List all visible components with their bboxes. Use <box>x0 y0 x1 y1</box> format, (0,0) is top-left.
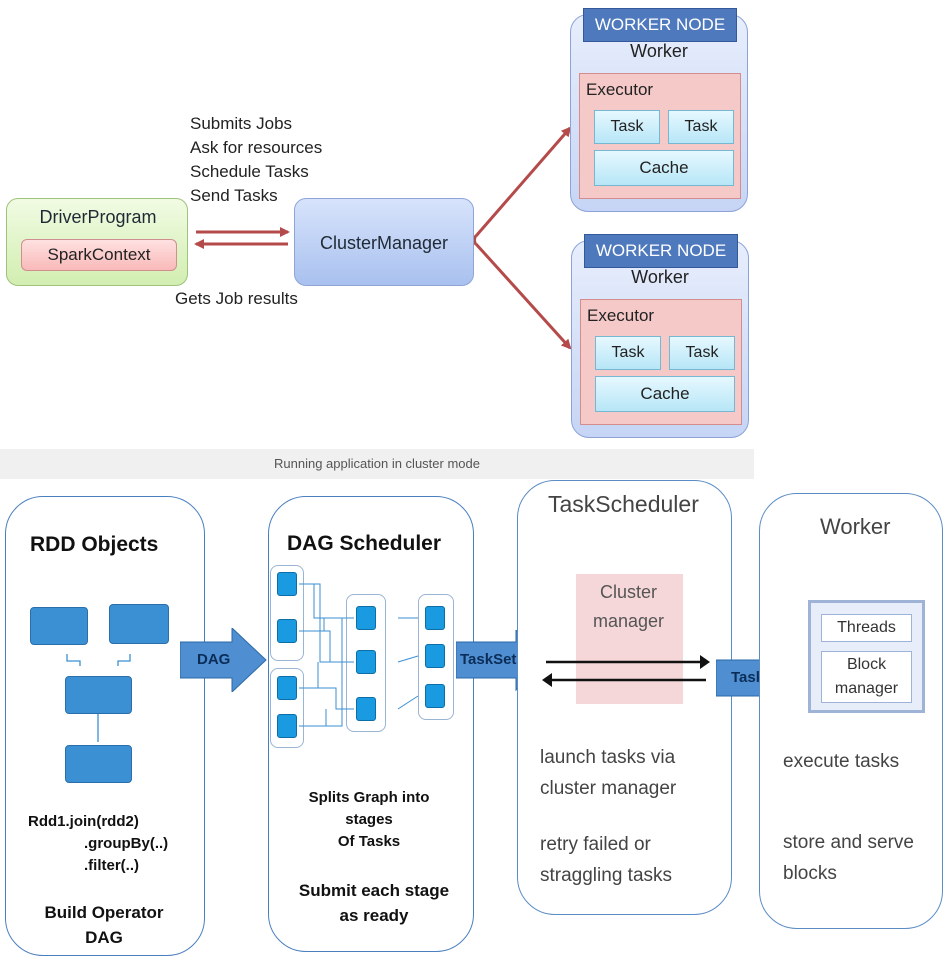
dag-arrow <box>180 628 267 692</box>
cluster-label-line: manager <box>592 611 665 631</box>
dag-task-square <box>356 650 376 674</box>
top-arrows <box>194 126 572 350</box>
task-box: Task <box>595 336 661 370</box>
rdd-code: Rdd1.join(rdd2) .groupBy(..) .filter(..) <box>28 811 198 877</box>
executor-label: Executor <box>587 306 655 325</box>
rdd-code-line: Rdd1.join(rdd2) <box>28 813 139 830</box>
dag-task-square <box>277 676 297 700</box>
dag-task-square <box>277 619 297 643</box>
message-schedule-tasks: Schedule Tasks <box>190 162 309 181</box>
message-submits-jobs: Submits Jobs <box>190 114 293 133</box>
dag-task-square <box>425 684 445 708</box>
rdd-footer: Build Operator DAG <box>30 900 178 950</box>
cluster-manager-box: ClusterManager <box>294 198 474 286</box>
cache-box: Cache <box>595 376 735 412</box>
rdd-objects-panel <box>5 496 205 956</box>
executor-box: Executor Task Task Cache <box>580 299 742 425</box>
task-box: Task <box>669 336 735 370</box>
cache-box: Cache <box>594 150 734 186</box>
threads-box: Threads <box>821 614 912 642</box>
rdd-footer-line: Build Operator <box>44 903 164 922</box>
message-ask-resources: Ask for resources <box>190 138 323 157</box>
task-scheduler-text2: retry failed or straggling tasks <box>540 829 672 891</box>
rdd-objects-title: RDD Objects <box>30 533 159 556</box>
dag-task-square <box>277 714 297 738</box>
dag-task-square <box>356 606 376 630</box>
threads-block-manager-box: Threads Block manager <box>808 600 925 713</box>
driver-messages: Submits Jobs Ask for resources Schedule … <box>190 112 322 208</box>
scheduler-text-line: cluster manager <box>540 778 677 799</box>
worker-node-tag: WORKER NODE <box>583 8 737 42</box>
worker-node-1: Worker Executor Task Task Cache <box>570 14 748 212</box>
spark-context-box: SparkContext <box>21 239 177 271</box>
scheduler-text-line: straggling tasks <box>540 865 673 886</box>
task-scheduler-text1: launch tasks via cluster manager <box>540 742 676 804</box>
dag-text-line: Splits Graph into <box>308 789 430 806</box>
dag-task-square <box>277 572 297 596</box>
task-box: Task <box>594 110 660 144</box>
worker-text-line: blocks <box>783 863 837 884</box>
block-manager-line: Block <box>846 656 887 673</box>
cluster-manager-block <box>576 574 683 704</box>
block-manager-box: Block manager <box>821 651 912 703</box>
rdd-code-line: .groupBy(..) <box>84 835 169 852</box>
dag-arrow-label: DAG <box>197 651 231 668</box>
dag-scheduler-text2: Submit each stage as ready <box>280 878 468 928</box>
task-box: Task <box>668 110 734 144</box>
worker-text2: store and serve blocks <box>783 827 914 889</box>
dag-task-square <box>425 606 445 630</box>
arrow-cluster-to-worker2 <box>466 234 572 350</box>
task-scheduler-title: TaskScheduler <box>548 491 699 517</box>
figure-caption: Running application in cluster mode <box>0 449 754 479</box>
arrow-cluster-to-worker1 <box>466 126 572 246</box>
block-manager-line: manager <box>834 680 899 697</box>
scheduler-text-line: launch tasks via <box>540 747 676 768</box>
dag-text-line: stages <box>345 811 393 828</box>
worker-text1: execute tasks <box>783 751 900 772</box>
driver-program-title: DriverProgram <box>39 207 157 227</box>
rdd-code-line: .filter(..) <box>84 857 139 874</box>
task-arrow-label: Task <box>731 669 765 686</box>
worker-text-line: store and serve <box>783 832 914 853</box>
dag-scheduler-title: DAG Scheduler <box>287 532 442 555</box>
rdd-footer-line: DAG <box>85 928 123 947</box>
gets-job-results: Gets Job results <box>175 289 298 308</box>
dag-text-line: Submit each stage <box>298 881 450 900</box>
dag-task-square <box>425 644 445 668</box>
rdd-block <box>109 604 169 644</box>
taskset-arrow-label: TaskSet <box>460 651 517 668</box>
cluster-manager-block-label: Cluster manager <box>576 578 681 636</box>
executor-box: Executor Task Task Cache <box>579 73 741 199</box>
dag-text-line: as ready <box>339 906 409 925</box>
dag-task-square <box>356 697 376 721</box>
dag-text-line: Of Tasks <box>337 833 401 850</box>
rdd-block <box>65 745 132 783</box>
rdd-block <box>30 607 88 645</box>
worker-label: Worker <box>631 267 689 287</box>
worker-label: Worker <box>630 41 688 61</box>
dag-scheduler-text1: Splits Graph into stages Of Tasks <box>290 787 448 853</box>
message-send-tasks: Send Tasks <box>190 186 278 205</box>
scheduler-double-arrows <box>542 655 710 687</box>
scheduler-text-line: retry failed or <box>540 834 651 855</box>
worker-title: Worker <box>820 514 891 539</box>
executor-label: Executor <box>586 80 654 99</box>
rdd-block <box>65 676 132 714</box>
driver-program-box: DriverProgram SparkContext <box>6 198 188 286</box>
worker-node-tag: WORKER NODE <box>584 234 738 268</box>
cluster-label-line: Cluster <box>599 582 657 602</box>
worker-node-2: Worker Executor Task Task Cache <box>571 240 749 438</box>
